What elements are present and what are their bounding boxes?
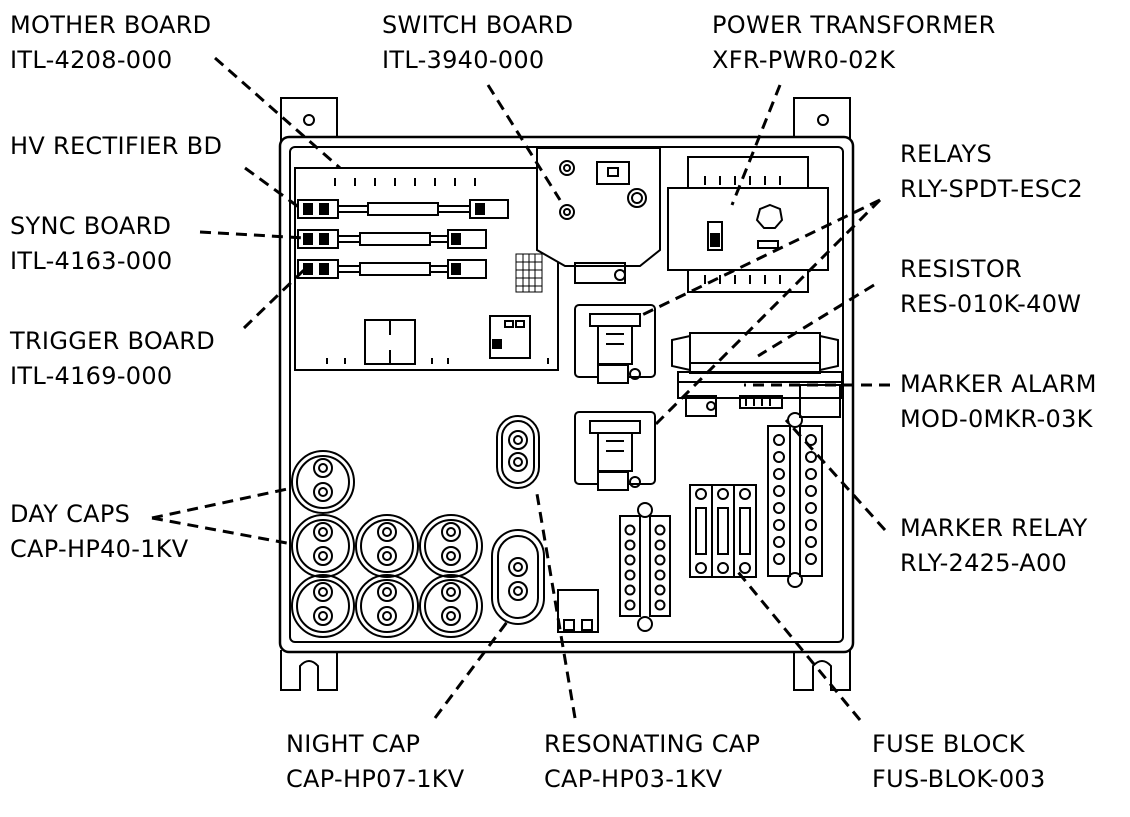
day-cap-2	[291, 514, 355, 578]
sync-card	[297, 229, 487, 249]
power-transformer	[667, 156, 829, 293]
label-fuse-block: FUSE BLOCK FUS-BLOK-003	[872, 727, 1046, 797]
marker-alarm-module	[677, 371, 843, 418]
mounting-tab-top-left	[280, 97, 338, 141]
leader-resistor	[757, 283, 875, 358]
label-mother-board: MOTHER BOARD ITL-4208-000	[10, 8, 211, 78]
label-power-transformer: POWER TRANSFORMER XFR-PWR0-02K	[712, 8, 996, 78]
label-resonating-cap-part: CAP-HP03-1KV	[544, 765, 723, 793]
mounting-tab-bottom-right	[793, 650, 851, 691]
leader-resonating-cap	[534, 487, 577, 719]
label-switch-board: SWITCH BOARD ITL-3940-000	[382, 8, 573, 78]
relay-lower	[574, 411, 656, 491]
switch-board	[536, 147, 661, 284]
label-switch-board-part: ITL-3940-000	[382, 46, 545, 74]
mother-board-header-pins	[334, 178, 476, 186]
label-relays-part: RLY-SPDT-ESC2	[900, 175, 1083, 203]
mother-board-ic-grid	[515, 253, 543, 293]
day-cap-6	[355, 574, 419, 638]
fuse-block	[689, 484, 757, 578]
label-trigger-board-name: TRIGGER BOARD	[10, 327, 216, 355]
label-trigger-board: TRIGGER BOARD ITL-4169-000	[10, 324, 215, 394]
leader-trigger-board	[242, 266, 308, 330]
label-hv-rectifier-name: HV RECTIFIER BD	[10, 132, 223, 160]
label-marker-relay-name: MARKER RELAY	[900, 514, 1088, 542]
label-relays-name: RELAYS	[900, 140, 993, 168]
mounting-tab-bottom-left	[280, 650, 338, 691]
label-resistor: RESISTOR RES-010K-40W	[900, 252, 1081, 322]
label-marker-alarm-name: MARKER ALARM	[900, 370, 1097, 398]
label-marker-relay: MARKER RELAY RLY-2425-A00	[900, 511, 1088, 581]
label-sync-board-part: ITL-4163-000	[10, 247, 173, 275]
label-night-cap-name: NIGHT CAP	[286, 730, 421, 758]
label-hv-rectifier: HV RECTIFIER BD	[10, 129, 222, 164]
leader-lines	[151, 56, 890, 721]
label-marker-relay-part: RLY-2425-A00	[900, 549, 1068, 577]
label-sync-board-name: SYNC BOARD	[10, 212, 172, 240]
label-night-cap: NIGHT CAP CAP-HP07-1KV	[286, 727, 465, 797]
leader-marker-relay	[784, 418, 887, 532]
leader-power-transformer	[730, 84, 782, 206]
label-relays: RELAYS RLY-SPDT-ESC2	[900, 137, 1083, 207]
label-sync-board: SYNC BOARD ITL-4163-000	[10, 209, 173, 279]
mother-board	[294, 167, 559, 371]
label-marker-alarm: MARKER ALARM MOD-0MKR-03K	[900, 367, 1097, 437]
day-cap-4	[419, 514, 483, 578]
day-cap-3	[355, 514, 419, 578]
label-mother-board-name: MOTHER BOARD	[10, 11, 212, 39]
trigger-card	[297, 259, 487, 279]
day-cap-1	[291, 450, 355, 514]
label-switch-board-name: SWITCH BOARD	[382, 11, 574, 39]
terminal-strip-right	[767, 412, 823, 588]
label-marker-alarm-part: MOD-0MKR-03K	[900, 405, 1093, 433]
label-resonating-cap-name: RESONATING CAP	[544, 730, 761, 758]
leader-relays-a	[639, 198, 881, 318]
leader-day-caps-b	[151, 516, 293, 546]
label-trigger-board-part: ITL-4169-000	[10, 362, 173, 390]
label-day-caps-name: DAY CAPS	[10, 500, 131, 528]
label-resistor-name: RESISTOR	[900, 255, 1023, 283]
label-day-caps-part: CAP-HP40-1KV	[10, 535, 189, 563]
label-power-transformer-name: POWER TRANSFORMER	[712, 11, 996, 39]
label-fuse-block-name: FUSE BLOCK	[872, 730, 1025, 758]
leader-switch-board	[486, 84, 562, 201]
leader-day-caps-a	[151, 486, 293, 520]
leader-mother-board	[214, 56, 341, 170]
label-power-transformer-part: XFR-PWR0-02K	[712, 46, 896, 74]
label-day-caps: DAY CAPS CAP-HP40-1KV	[10, 497, 189, 567]
terminal-strip-left	[619, 502, 671, 632]
night-cap	[491, 529, 545, 625]
label-mother-board-part: ITL-4208-000	[10, 46, 173, 74]
mother-board-component	[489, 315, 531, 359]
mounting-tab-top-right	[793, 97, 851, 141]
mother-board-chip	[364, 319, 416, 365]
day-cap-5	[291, 574, 355, 638]
day-cap-7	[419, 574, 483, 638]
leader-fuse-block	[736, 571, 862, 721]
label-night-cap-part: CAP-HP07-1KV	[286, 765, 465, 793]
label-resonating-cap: RESONATING CAP CAP-HP03-1KV	[544, 727, 760, 797]
hv-rectifier-card	[297, 199, 509, 219]
resonating-cap	[496, 415, 540, 489]
relay-upper	[574, 304, 656, 384]
label-resistor-part: RES-010K-40W	[900, 290, 1082, 318]
label-fuse-block-part: FUS-BLOK-003	[872, 765, 1046, 793]
leader-hv-rectifier	[244, 166, 301, 210]
leader-night-cap	[433, 617, 512, 719]
